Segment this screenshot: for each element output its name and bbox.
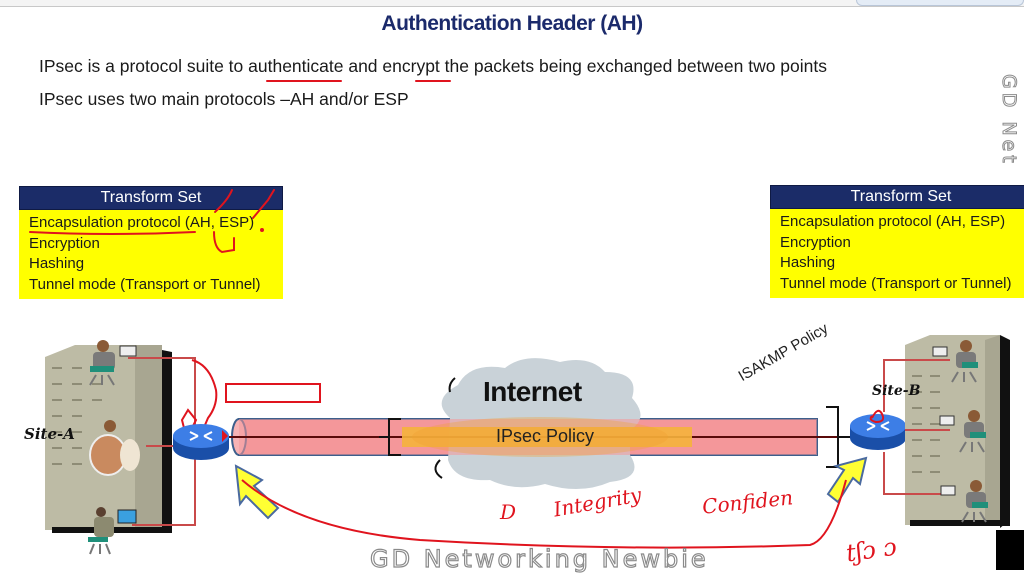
transform-item: Hashing <box>780 254 836 271</box>
router-a-icon <box>173 424 229 460</box>
ipsec-policy-label: IPsec Policy <box>496 426 595 446</box>
user-icon-b1 <box>932 340 978 383</box>
user-icon-b3 <box>940 480 988 523</box>
transform-set-right-header: Transform Set <box>770 185 1024 209</box>
left-bracket <box>379 418 401 456</box>
user-icon-a2 <box>89 420 140 476</box>
transform-item: Encryption <box>780 233 851 251</box>
site-b-links <box>883 359 950 495</box>
transform-item: Encapsulation protocol (AH, ESP) <box>29 214 255 231</box>
bullet-1: IPsec is a protocol suite to authenticat… <box>39 56 828 76</box>
transform-item: Hashing <box>29 255 85 272</box>
router-b-icon <box>850 409 906 450</box>
bullet-2: IPsec uses two main protocols –AH and/or… <box>39 89 409 109</box>
ipsec-policy-bar <box>402 427 692 447</box>
site-a-ink <box>180 359 321 429</box>
transform-item: Tunnel mode (Transport or Tunnel) <box>29 275 261 293</box>
user-icon-a3 <box>88 507 137 555</box>
ink-underline-authenticate <box>266 80 342 82</box>
transform-set-left-body: Encapsulation protocol (AH, ESP) Encrypt… <box>19 210 283 299</box>
site-b-label: Site-B <box>872 383 921 399</box>
transform-set-right-body: Encapsulation protocol (AH, ESP) Encrypt… <box>770 209 1024 298</box>
arrow-b-icon <box>826 456 868 504</box>
slide-title: Authentication Header (AH) <box>381 12 643 35</box>
transform-item: Encapsulation protocol (AH, ESP) <box>780 213 1006 230</box>
black-box <box>996 530 1024 570</box>
top-bar <box>0 0 1024 7</box>
internet-label: Internet <box>483 376 582 407</box>
transform-item: Tunnel mode (Transport or Tunnel) <box>780 274 1012 292</box>
ink-arrow-mark: D <box>500 500 517 524</box>
ink-underline-encrypt <box>415 80 451 82</box>
user-icon-b2 <box>939 410 986 453</box>
site-a-label: Site-A <box>24 425 75 443</box>
site-b-building <box>905 335 1010 528</box>
ipsec-policy-glow <box>412 417 668 457</box>
user-icon-a1 <box>89 340 137 386</box>
ink-connection-curve <box>241 479 847 549</box>
transform-set-left-header: Transform Set <box>19 186 283 210</box>
bottom-watermark: GD Networking Newbie <box>369 544 709 573</box>
ink-annotation-checks <box>29 189 275 254</box>
transform-set-left: Transform Set Encapsulation protocol (AH… <box>19 186 283 299</box>
side-watermark: GD Net <box>998 74 1021 168</box>
right-bracket <box>826 406 850 468</box>
transform-set-right: Transform Set Encapsulation protocol (AH… <box>770 185 1024 298</box>
transform-item: Encryption <box>29 234 100 252</box>
